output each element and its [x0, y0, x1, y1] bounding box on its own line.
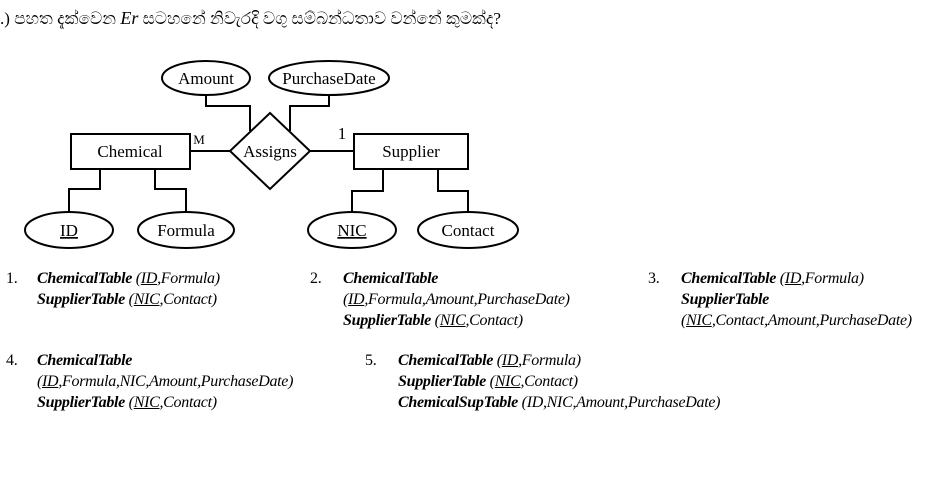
svg-text:NIC: NIC	[337, 221, 366, 240]
option-3[interactable]: 3. ChemicalTable (ID,Formula) SupplierTa…	[648, 270, 912, 329]
cardinality-1: 1	[338, 124, 347, 143]
svg-text:Chemical: Chemical	[97, 142, 162, 161]
attribute-contact: Contact	[417, 211, 519, 249]
attribute-id: ID	[24, 211, 114, 249]
svg-text:Assigns: Assigns	[243, 142, 297, 161]
svg-text:Amount: Amount	[178, 69, 234, 88]
relationship-assigns: Assigns	[228, 111, 312, 191]
option-1[interactable]: 1. ChemicalTable (ID,Formula) SupplierTa…	[6, 270, 220, 308]
svg-text:ID: ID	[60, 221, 78, 240]
attribute-amount: Amount	[161, 60, 251, 96]
attribute-formula: Formula	[137, 211, 235, 249]
svg-text:PurchaseDate: PurchaseDate	[282, 69, 375, 88]
svg-text:Formula: Formula	[157, 221, 215, 240]
attribute-purchasedate: PurchaseDate	[268, 60, 390, 96]
option-2[interactable]: 2. ChemicalTable (ID,Formula,Amount,Purc…	[310, 270, 570, 329]
option-4[interactable]: 4. ChemicalTable (ID,Formula,NIC,Amount,…	[6, 352, 294, 411]
entity-supplier: Supplier	[353, 133, 469, 170]
cardinality-m: M	[193, 132, 205, 147]
entity-chemical: Chemical	[70, 133, 191, 170]
attribute-nic: NIC	[307, 211, 397, 249]
svg-text:Supplier: Supplier	[382, 142, 440, 161]
question-text: .) පහත දැක්වෙන Er සටහනේ නිවැරදි වගු සම්බ…	[0, 8, 501, 28]
option-5[interactable]: 5. ChemicalTable (ID,Formula) SupplierTa…	[365, 352, 721, 411]
connector-lines	[68, 95, 469, 212]
svg-text:Contact: Contact	[442, 221, 495, 240]
